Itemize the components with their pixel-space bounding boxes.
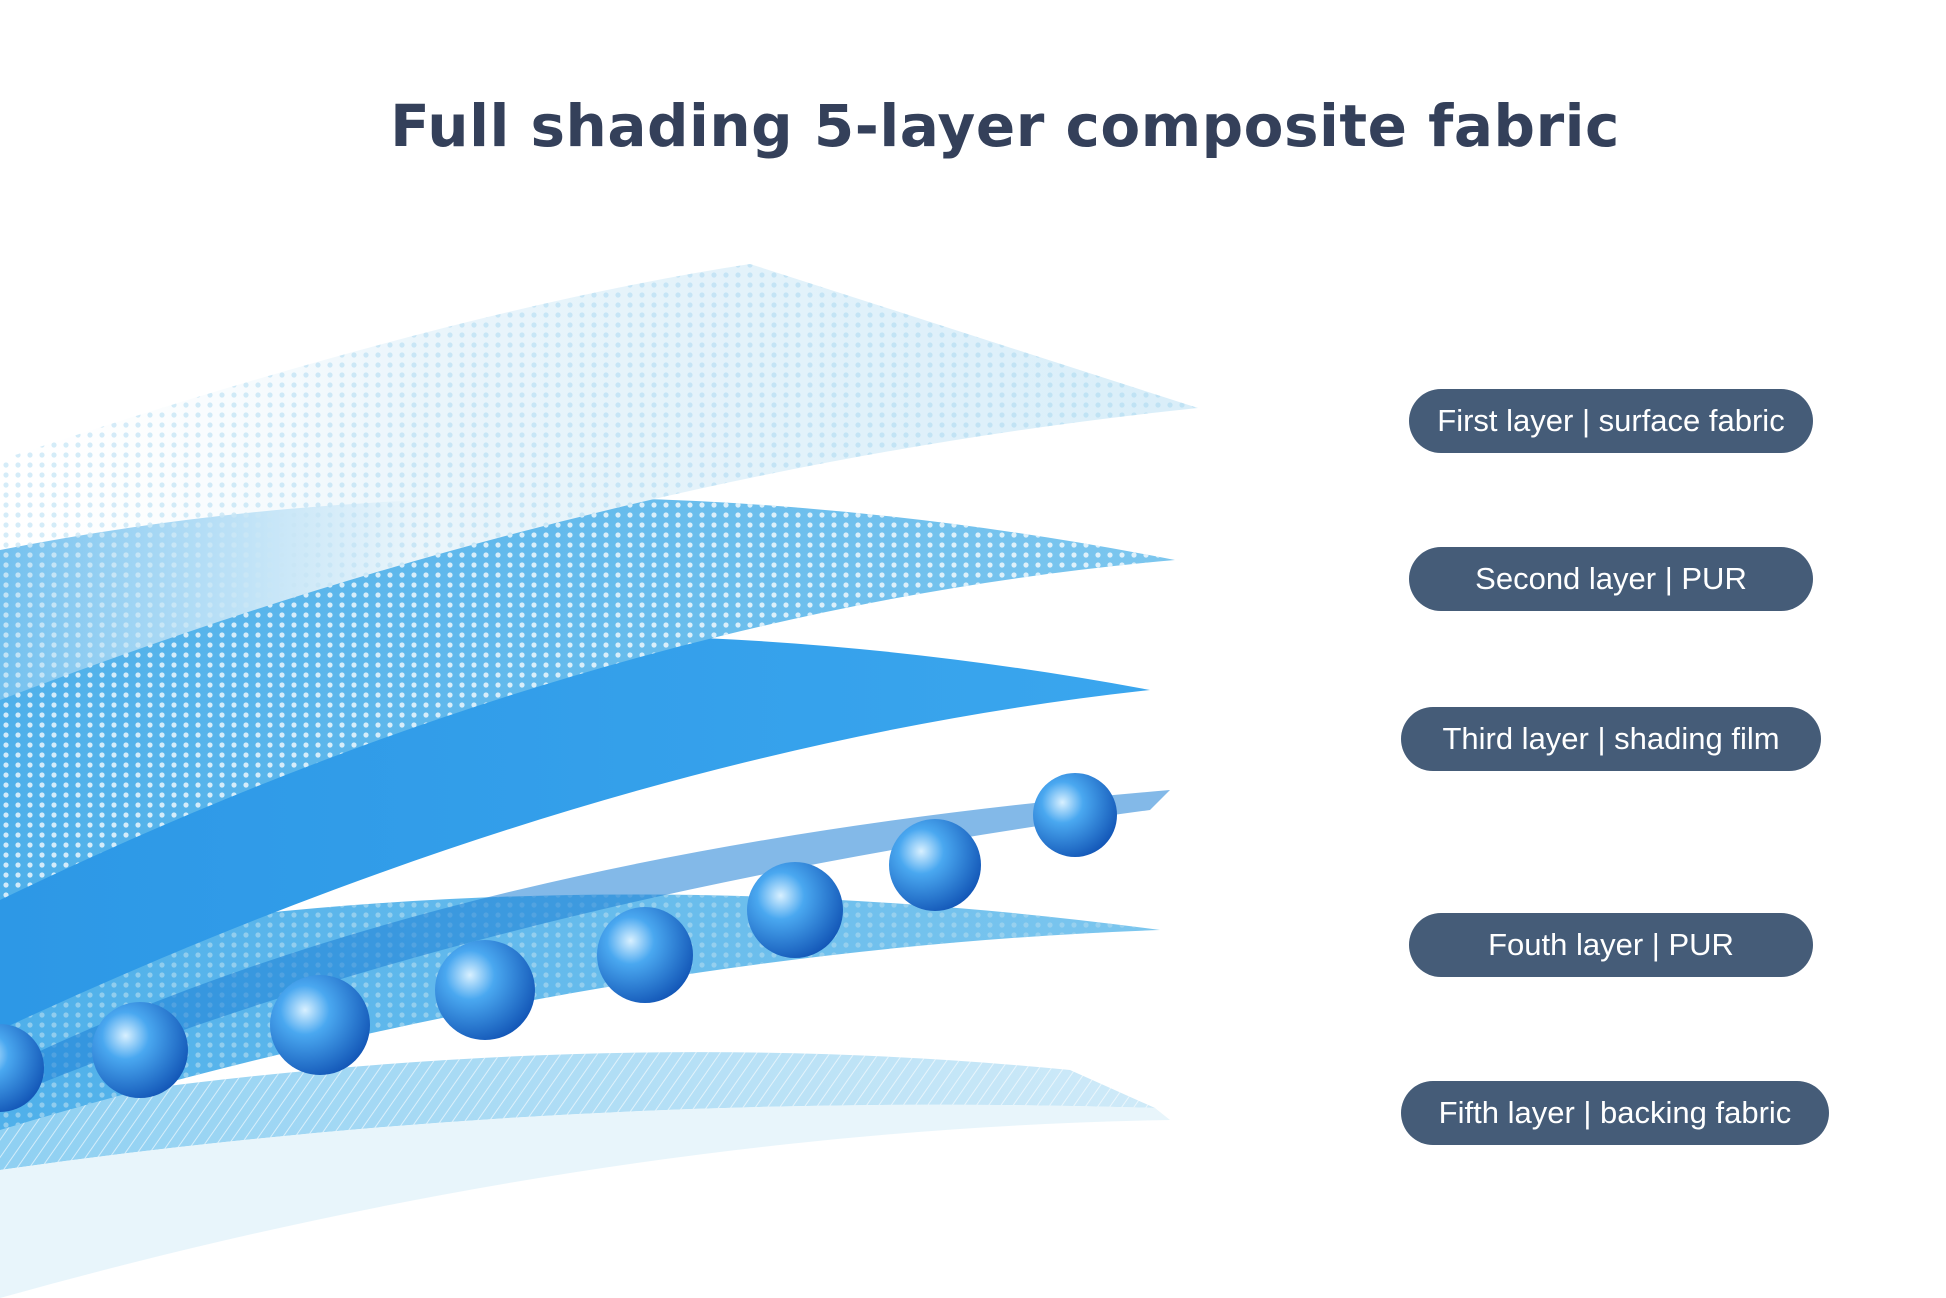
five-layer-fabric-illustration [0, 264, 1198, 1298]
layer-pur-1 [0, 497, 1175, 900]
label-third-layer: Third layer | shading film [1401, 707, 1821, 771]
label-second-layer: Second layer | PUR [1409, 547, 1813, 611]
layer-pur-2 [0, 894, 1160, 1130]
label-first-layer: First layer | surface fabric [1409, 389, 1813, 453]
page-title: Full shading 5-layer composite fabric [390, 92, 1620, 160]
label-fifth-layer: Fifth layer | backing fabric [1401, 1081, 1829, 1145]
bead-chain [0, 773, 1117, 1112]
layer-surface-fabric [0, 264, 1198, 700]
label-fourth-layer: Fouth layer | PUR [1409, 913, 1813, 977]
layer-backing-fabric [0, 1052, 1170, 1298]
